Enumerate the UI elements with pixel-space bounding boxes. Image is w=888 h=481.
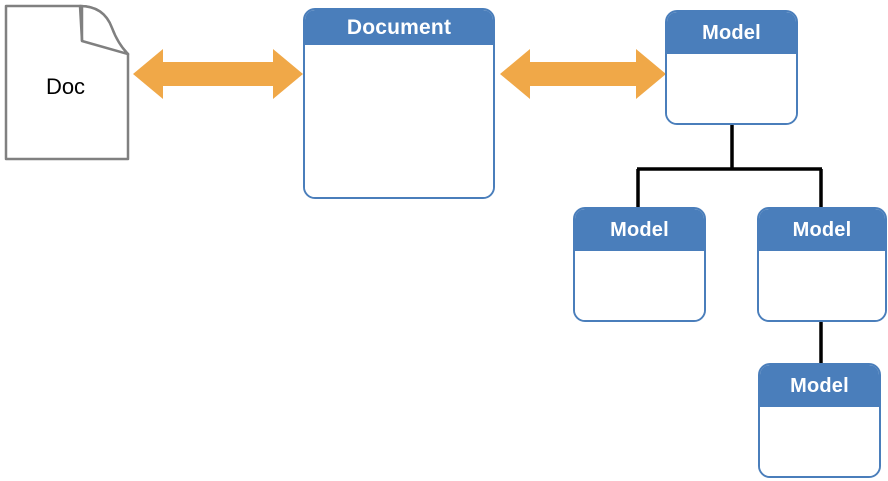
node-model-root-body <box>667 54 796 123</box>
node-model-child-right-body <box>759 251 885 320</box>
node-model-root-label: Model <box>702 21 761 44</box>
node-model-grandchild-header: Model <box>760 365 879 407</box>
node-model-child-left[interactable]: Model <box>573 207 706 322</box>
node-model-child-right[interactable]: Model <box>757 207 887 322</box>
node-document[interactable]: Document <box>303 8 495 199</box>
doc-page-shape[interactable]: Doc <box>0 0 140 170</box>
double-headed-arrow-icon <box>133 49 303 99</box>
doc-label: Doc <box>45 74 86 99</box>
node-model-root-header: Model <box>667 12 796 54</box>
arrow-doc-to-document[interactable] <box>133 48 303 100</box>
node-model-grandchild-body <box>760 407 879 476</box>
double-headed-arrow-icon <box>500 49 666 99</box>
node-document-label: Document <box>346 15 452 39</box>
node-model-child-right-label: Model <box>792 218 852 241</box>
node-model-child-left-header: Model <box>575 209 704 251</box>
node-model-root[interactable]: Model <box>665 10 798 125</box>
node-document-body <box>305 45 493 197</box>
node-model-grandchild[interactable]: Model <box>758 363 881 478</box>
node-model-child-left-body <box>575 251 704 320</box>
node-model-grandchild-label: Model <box>790 374 849 397</box>
node-model-child-left-label: Model <box>610 218 669 241</box>
document-page-icon <box>4 4 130 161</box>
node-document-header: Document <box>305 10 493 45</box>
node-model-child-right-header: Model <box>759 209 885 251</box>
arrow-document-to-model[interactable] <box>500 48 666 100</box>
